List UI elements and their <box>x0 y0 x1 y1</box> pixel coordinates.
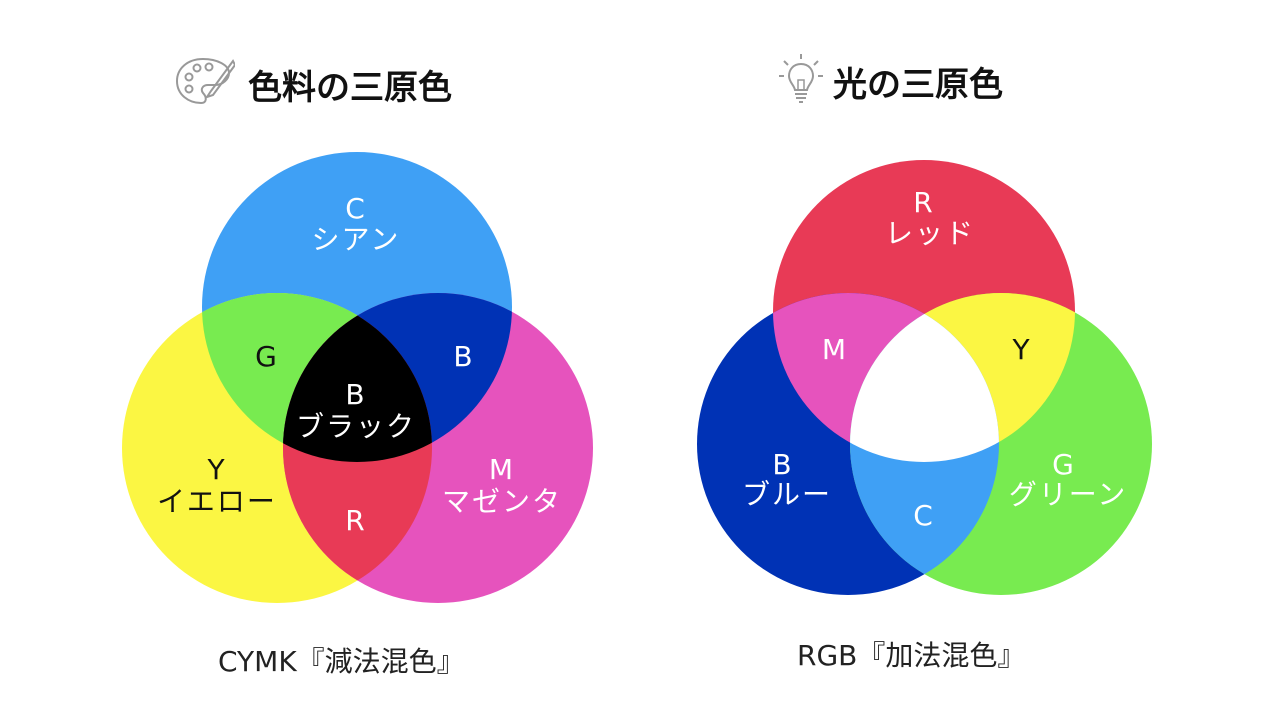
light-bulb-icon <box>778 52 824 108</box>
additive-venn: R レッド M Y B ブルー G グリーン C <box>697 160 1152 595</box>
cyan-code-label: C <box>345 192 367 225</box>
right-caption: RGB『加法混色』 <box>797 639 1026 672</box>
left-title: 色料の三原色 <box>248 68 452 108</box>
magenta-label: M <box>822 333 848 366</box>
right-title: 光の三原色 <box>833 65 1003 105</box>
yellow-label: Y <box>1011 333 1031 366</box>
left-caption: CYMK『減法混色』 <box>218 645 465 678</box>
red-label: R <box>345 504 366 537</box>
green-label: G <box>255 340 279 373</box>
red-name-label: レッド <box>885 217 975 250</box>
white-overlap <box>850 293 999 462</box>
blue-name-label: ブルー <box>742 478 832 511</box>
black-overlap <box>283 293 432 462</box>
blue-label: B <box>453 340 474 373</box>
cyan-label: C <box>913 499 935 532</box>
palette-icon <box>175 55 237 111</box>
magenta-code-label: M <box>489 453 515 486</box>
cyan-name-label: シアン <box>312 223 401 256</box>
subtractive-venn: C シアン G B B ブラック Y イエロー M マゼンタ R <box>122 152 593 603</box>
black-name-label: ブラック <box>296 410 416 443</box>
green-name-label: グリーン <box>1009 478 1128 511</box>
yellow-code-label: Y <box>206 453 226 486</box>
green-code-label: G <box>1052 448 1076 481</box>
black-code-label: B <box>345 378 366 411</box>
yellow-name-label: イエロー <box>157 485 277 518</box>
magenta-name-label: マゼンタ <box>442 485 562 518</box>
blue-code-label: B <box>772 448 793 481</box>
red-code-label: R <box>913 186 934 219</box>
